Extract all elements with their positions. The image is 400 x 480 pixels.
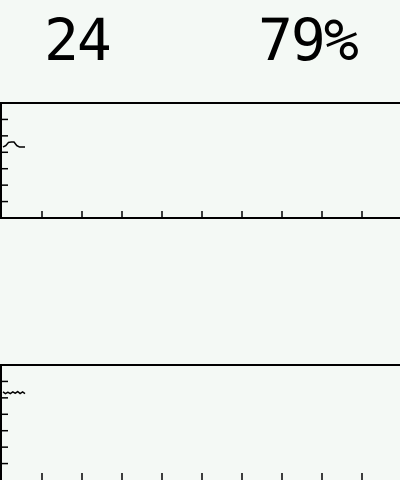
humidity-graph [0, 364, 400, 480]
humidity-graph-canvas [0, 364, 400, 480]
temperature-graph-canvas [0, 102, 400, 219]
series-line [2, 141, 25, 148]
series-line [2, 390, 26, 395]
temperature-graph [0, 102, 400, 220]
temperature-readout: 24 [44, 6, 112, 74]
humidity-readout: 79% [258, 6, 359, 74]
